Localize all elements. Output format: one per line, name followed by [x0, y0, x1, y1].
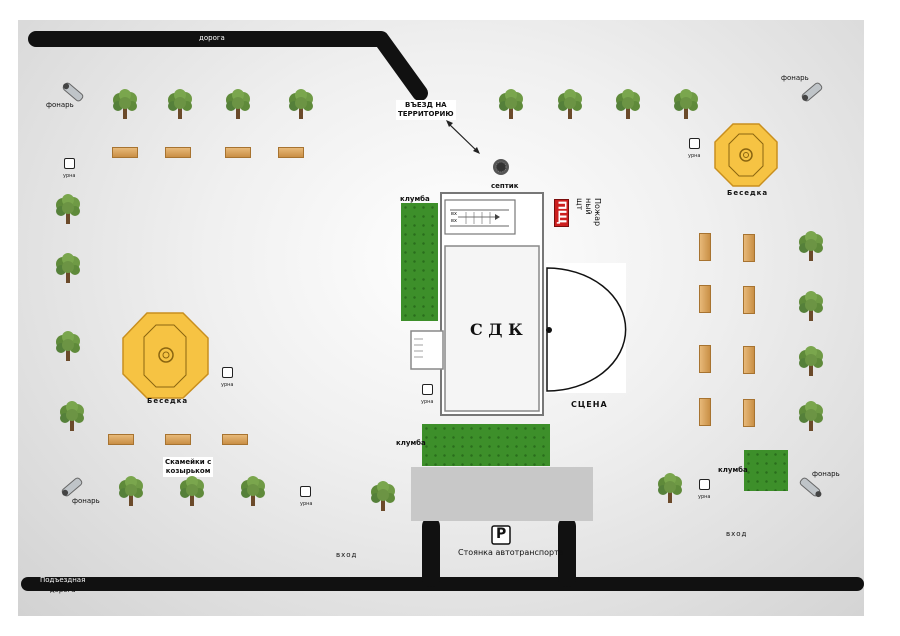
stage [546, 263, 627, 393]
urn-label: урна [221, 382, 234, 388]
tree-icon [799, 231, 823, 261]
flowerbed-left [401, 203, 438, 321]
tree-icon [289, 89, 313, 119]
entrance-right-label: вход [726, 530, 748, 538]
tree-icon [799, 291, 823, 321]
fire-label-line2: ный щт [575, 198, 593, 215]
parking-sign-letter: P [496, 526, 507, 542]
urn-label: урна [300, 501, 313, 507]
access-road-l1: Подъездная [40, 576, 86, 584]
fire-label-line1: Пожар [593, 198, 602, 227]
entry-label: ВЪЕЗД НА ТЕРРИТОРИЮ [396, 100, 456, 120]
gazebo-left-label: Беседка [147, 397, 189, 405]
tree-icon [226, 89, 250, 119]
building-sdk [410, 192, 544, 416]
flowerbed-bottom-label: клумба [396, 439, 426, 447]
fire-label: Пожар ный щт [575, 198, 602, 228]
entrance-left-label: вход [336, 551, 358, 559]
urn-icon [699, 479, 710, 490]
benches-label-l2: козырьком [165, 467, 211, 475]
lamp-label-tr: фонарь [781, 74, 809, 82]
street-lamp-icon [62, 82, 84, 102]
flowerbed-right [744, 450, 788, 491]
bench-icon [743, 346, 755, 374]
parking-icon [491, 525, 511, 545]
access-road-l2: дорога [49, 586, 76, 594]
bench-icon [699, 398, 711, 426]
urn-icon [222, 367, 233, 378]
bench-icon [112, 147, 138, 158]
top-road [28, 31, 428, 101]
street-lamp-icon [799, 477, 822, 498]
building-label: С Д К [470, 320, 523, 339]
tree-icon [658, 473, 682, 503]
bench-icon [699, 233, 711, 261]
tree-icon [60, 401, 84, 431]
bench-icon [743, 399, 755, 427]
benches-label-l1: Скамейки с [165, 458, 212, 466]
entry-label-l1: ВЪЕЗД НА [404, 101, 447, 109]
tree-icon [371, 481, 395, 511]
bench-icon [743, 286, 755, 314]
tree-icon [558, 89, 582, 119]
access-road-label: Подъездная дорога [40, 575, 85, 595]
road-top-label: дорога [199, 34, 225, 42]
bench-icon [222, 434, 248, 445]
urn-label: урна [698, 494, 711, 500]
urn-icon [300, 486, 311, 497]
stair-in-label-2: вх [451, 218, 457, 224]
fire-badge [554, 199, 569, 227]
urn-icon [689, 138, 700, 149]
septic-label: септик [491, 182, 519, 190]
lamp-label-bl: фонарь [72, 497, 100, 505]
bench-icon [165, 434, 191, 445]
bench-icon [165, 147, 191, 158]
septic-icon [493, 159, 509, 175]
bench-icon [108, 434, 134, 445]
bench-icon [743, 234, 755, 262]
tree-icon [180, 476, 204, 506]
urn-icon [422, 384, 433, 395]
parking-area [411, 467, 593, 521]
tree-icon [674, 89, 698, 119]
entry-label-l2: ТЕРРИТОРИЮ [398, 110, 454, 118]
urn-label: урна [421, 399, 434, 405]
flowerbed-bottom [422, 424, 550, 466]
fire-badge-text: ПЩ [555, 200, 569, 225]
bench-icon [699, 345, 711, 373]
benches-label: Скамейки с козырьком [163, 457, 214, 477]
stair-in-label: вх [451, 211, 457, 217]
tree-icon [119, 476, 143, 506]
gazebo-right-label: Беседка [727, 189, 769, 197]
entry-arrow [446, 120, 480, 154]
tree-icon [799, 346, 823, 376]
tree-icon [168, 89, 192, 119]
tree-icon [113, 89, 137, 119]
lamp-label-tl: фонарь [46, 101, 74, 109]
urn-icon [64, 158, 75, 169]
street-lamp-icon [801, 82, 823, 102]
tree-icon [56, 194, 80, 224]
urn-label: урна [688, 153, 701, 159]
lamp-label-br: фонарь [812, 470, 840, 478]
tree-icon [56, 331, 80, 361]
tree-icon [616, 89, 640, 119]
gazebo-left-icon [122, 312, 209, 399]
gazebo-right-icon [714, 123, 778, 187]
parking-label: Стоянка автотранспорта [458, 548, 564, 557]
stage-label: СЦЕНА [571, 400, 608, 409]
bench-icon [278, 147, 304, 158]
tree-icon [499, 89, 523, 119]
tree-icon [56, 253, 80, 283]
tree-icon [241, 476, 265, 506]
flowerbed-top-label: клумба [400, 195, 430, 203]
street-lamp-icon [61, 477, 83, 497]
bench-icon [699, 285, 711, 313]
flowerbed-right-label: клумба [718, 466, 748, 474]
tree-icon [799, 401, 823, 431]
bench-icon [225, 147, 251, 158]
urn-label: урна [63, 173, 76, 179]
